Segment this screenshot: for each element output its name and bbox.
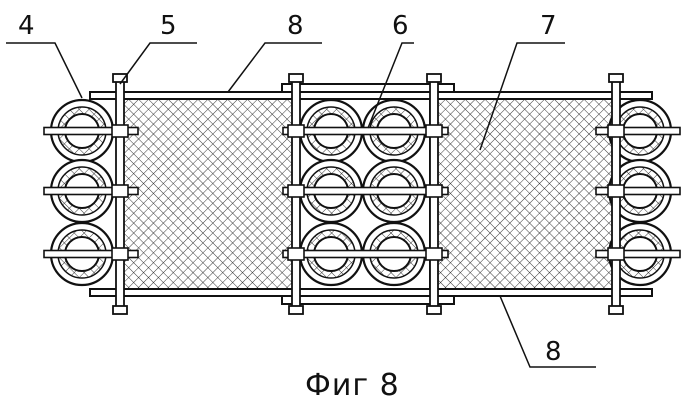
bottom-plate-center-strip xyxy=(282,296,454,304)
tie-rod xyxy=(283,188,448,195)
tie-rod xyxy=(283,251,448,258)
filler-block-left xyxy=(120,99,296,289)
nut xyxy=(426,125,442,137)
label-7: 7 xyxy=(540,11,557,41)
nut xyxy=(288,125,304,137)
nut xyxy=(112,125,128,137)
nut xyxy=(426,248,442,260)
nut xyxy=(288,248,304,260)
leader-4 xyxy=(6,43,82,98)
top-plate-center-strip xyxy=(282,84,454,92)
nut xyxy=(288,185,304,197)
leader-5 xyxy=(120,43,197,84)
label-5: 5 xyxy=(160,11,177,41)
nut xyxy=(426,185,442,197)
tie-rod xyxy=(283,128,448,135)
figure-caption: Фиг 8 xyxy=(305,368,400,403)
label-4: 4 xyxy=(18,11,35,41)
nut xyxy=(608,248,624,260)
label-8-bottom: 8 xyxy=(545,337,562,367)
label-6: 6 xyxy=(392,11,409,41)
nut xyxy=(608,185,624,197)
nut xyxy=(112,248,128,260)
label-8-top: 8 xyxy=(287,11,304,41)
top-plate xyxy=(90,92,652,99)
bottom-plate xyxy=(90,289,652,296)
nut xyxy=(608,125,624,137)
nut xyxy=(112,185,128,197)
filler-block-right xyxy=(430,99,616,289)
